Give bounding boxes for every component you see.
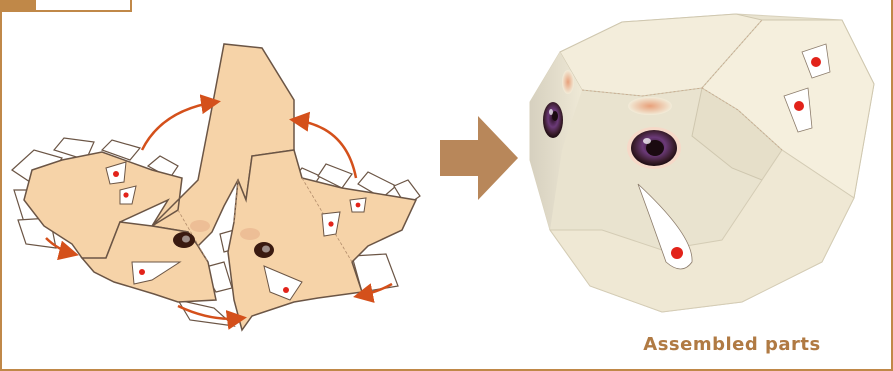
- head-eye-right: [627, 127, 681, 169]
- blush-right: [628, 97, 672, 115]
- net-marker-dots: [113, 171, 361, 293]
- curved-arrow-icon: [45, 94, 393, 330]
- net-eye-left: [173, 232, 195, 248]
- net-eye-right: [254, 242, 274, 258]
- corner-tab: [2, 0, 132, 12]
- head-eye-left: [543, 102, 563, 138]
- seam-lines: [581, 19, 783, 151]
- blush-left: [562, 70, 574, 94]
- unfolded-net: [11, 43, 421, 332]
- head-marker-dots: [671, 57, 821, 259]
- assembled-head: [529, 13, 875, 313]
- caption-assembled-parts: Assembled parts: [643, 334, 821, 355]
- right-arrow-icon: [440, 116, 518, 200]
